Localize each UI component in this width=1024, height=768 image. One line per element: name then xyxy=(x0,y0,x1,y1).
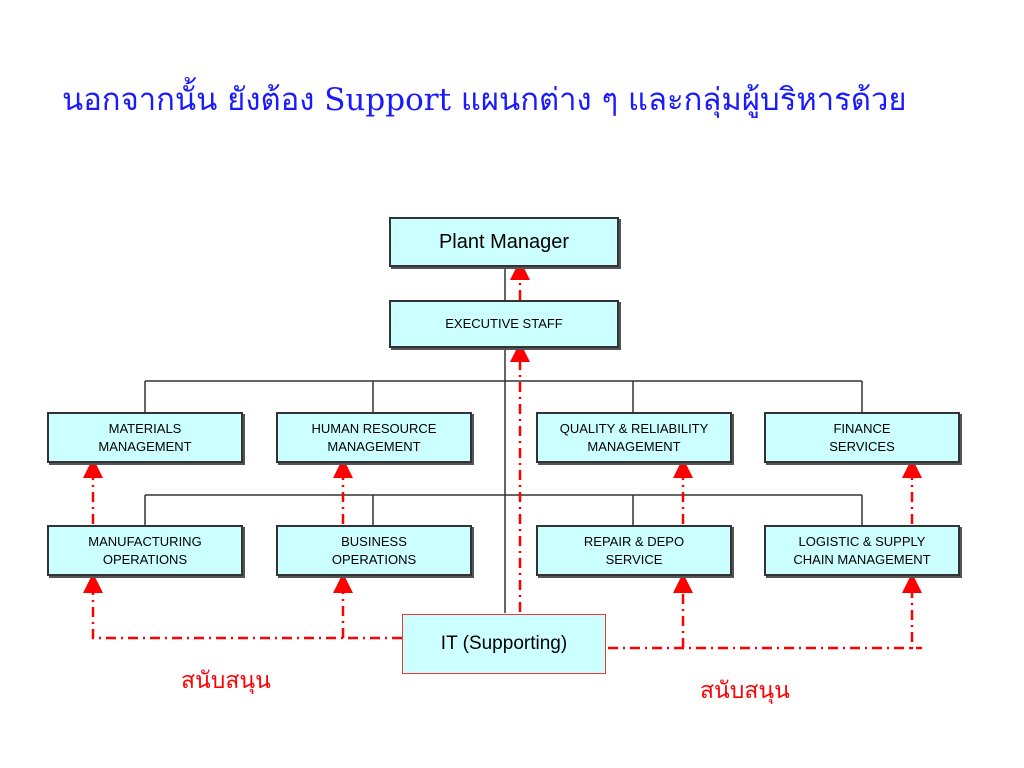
human-resource-management-label: HUMAN RESOURCE MANAGEMENT xyxy=(311,420,437,454)
quality-reliability-management-label: QUALITY & RELIABILITY MANAGEMENT xyxy=(559,420,709,454)
plant-manager-label: Plant Manager xyxy=(438,230,570,253)
logistic-supply-chain-label: LOGISTIC & SUPPLY CHAIN MANAGEMENT xyxy=(793,533,931,567)
slide-title: นอกจากนั้น ยังต้อง Support แผนกต่าง ๆ แล… xyxy=(62,82,907,118)
executive-staff-box: EXECUTIVE STAFF xyxy=(389,300,619,348)
business-operations-box: BUSINESS OPERATIONS xyxy=(276,525,472,576)
materials-management-label: MATERIALS MANAGEMENT xyxy=(98,420,192,454)
it-supporting-box: IT (Supporting) xyxy=(402,614,606,674)
repair-depo-service-label: REPAIR & DEPO SERVICE xyxy=(583,533,685,567)
finance-services-box: FINANCE SERVICES xyxy=(764,412,960,463)
support-label-right: สนับสนุน xyxy=(700,678,790,704)
support-lines xyxy=(83,260,922,650)
executive-staff-label: EXECUTIVE STAFF xyxy=(445,316,563,332)
business-operations-label: BUSINESS OPERATIONS xyxy=(331,533,417,567)
manufacturing-operations-label: MANUFACTURING OPERATIONS xyxy=(88,533,202,567)
manufacturing-operations-box: MANUFACTURING OPERATIONS xyxy=(47,525,243,576)
materials-management-box: MATERIALS MANAGEMENT xyxy=(47,412,243,463)
plant-manager-box: Plant Manager xyxy=(389,217,619,267)
finance-services-label: FINANCE SERVICES xyxy=(829,420,895,454)
human-resource-management-box: HUMAN RESOURCE MANAGEMENT xyxy=(276,412,472,463)
org-connectors xyxy=(144,267,863,613)
logistic-supply-chain-box: LOGISTIC & SUPPLY CHAIN MANAGEMENT xyxy=(764,525,960,576)
quality-reliability-management-box: QUALITY & RELIABILITY MANAGEMENT xyxy=(536,412,732,463)
support-label-left: สนับสนุน xyxy=(181,668,271,694)
repair-depo-service-box: REPAIR & DEPO SERVICE xyxy=(536,525,732,576)
it-supporting-label: IT (Supporting) xyxy=(440,633,568,655)
